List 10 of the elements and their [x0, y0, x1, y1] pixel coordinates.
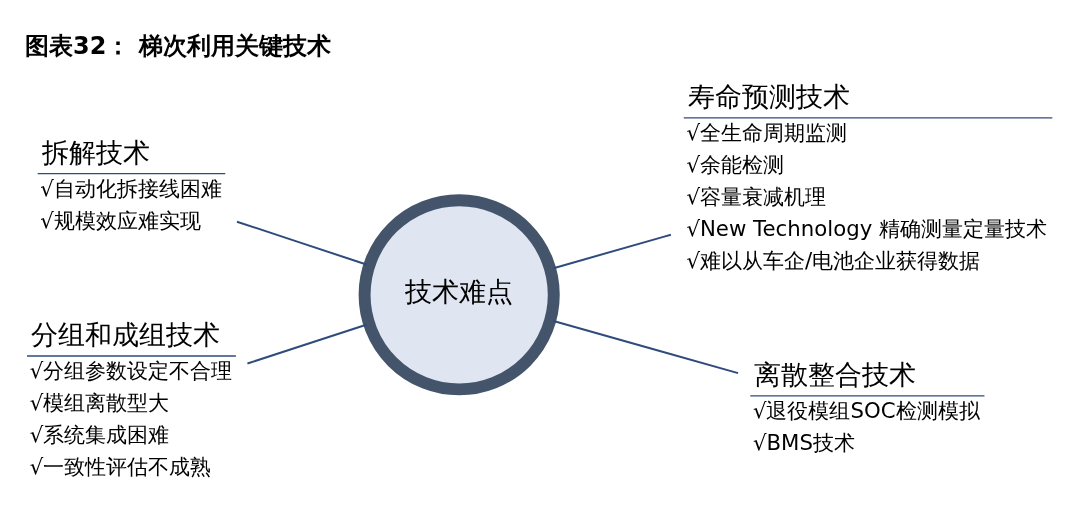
- node-text: 寿命预测技术 √全生命周期监测 √余能检测 √容量衰减机理 √New Technology 精确测量定量技术 √难以从车企/电池企业获得数据: [686, 80, 1047, 273]
- node-text: 拆解技术 √自动化拆接线困难 √规模效应难实现: [40, 136, 222, 233]
- node-circle: 技术难点: [358, 193, 560, 395]
- node-text: 离散整合技术 √退役模组SOC检测模拟 √BMS技术: [752, 358, 980, 455]
- diagram-title: 图表32： 梯次利用关键技术: [25, 31, 331, 60]
- connector: [552, 319, 740, 374]
- connector: [236, 220, 368, 265]
- node-text: 分组和成组技术 √分组参数设定不合理 √模组离散型大 √系统集成困难 √一致性评估不成熟: [29, 318, 233, 479]
- connector: [552, 233, 672, 269]
- connector: [246, 323, 368, 365]
